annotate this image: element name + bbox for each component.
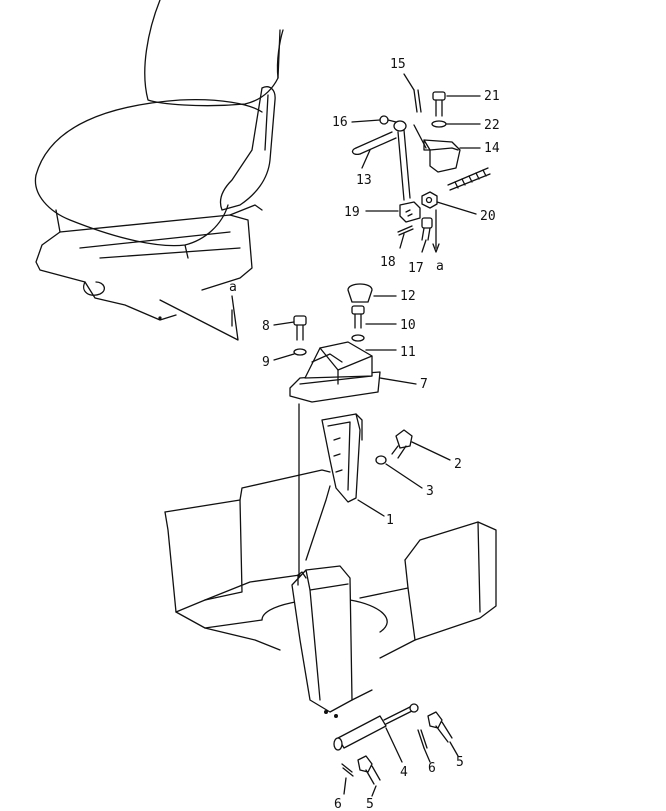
- leader-lines: [273, 73, 481, 797]
- callout-5-right: 5: [456, 755, 464, 770]
- callout-numbers: 21 22 14 15 16 13 19 20 18 17 12 10 11 8…: [262, 57, 500, 811]
- callout-6-lower: 6: [334, 797, 342, 811]
- callout-17: 17: [408, 261, 424, 276]
- callout-2: 2: [454, 457, 462, 472]
- callout-16: 16: [332, 115, 348, 130]
- callout-12: 12: [400, 289, 416, 304]
- callout-22: 22: [484, 118, 500, 133]
- callout-11: 11: [400, 345, 416, 360]
- callout-3: 3: [426, 484, 434, 499]
- callout-9: 9: [262, 355, 270, 370]
- callout-1: 1: [386, 513, 394, 528]
- seat-assembly: [34, 0, 284, 341]
- ref-label-a-linkage: a: [436, 259, 444, 274]
- callout-13: 13: [356, 173, 372, 188]
- callout-7: 7: [420, 377, 428, 392]
- callout-15: 15: [390, 57, 406, 72]
- callout-8: 8: [262, 319, 270, 334]
- callout-18: 18: [380, 255, 396, 270]
- callout-10: 10: [400, 318, 416, 333]
- gas-strut-parts: [333, 703, 453, 785]
- callout-14: 14: [484, 141, 500, 156]
- floor-frame: [164, 469, 497, 718]
- lever-base-parts: [289, 283, 413, 581]
- callout-6-right: 6: [428, 761, 436, 776]
- callout-19: 19: [344, 205, 360, 220]
- callout-20: 20: [480, 209, 496, 224]
- ref-label-a-seat: a: [229, 280, 237, 295]
- callout-4: 4: [400, 765, 408, 780]
- callout-21: 21: [484, 89, 500, 104]
- lever-linkage-parts: [351, 89, 491, 253]
- callout-5-lower: 5: [366, 797, 374, 811]
